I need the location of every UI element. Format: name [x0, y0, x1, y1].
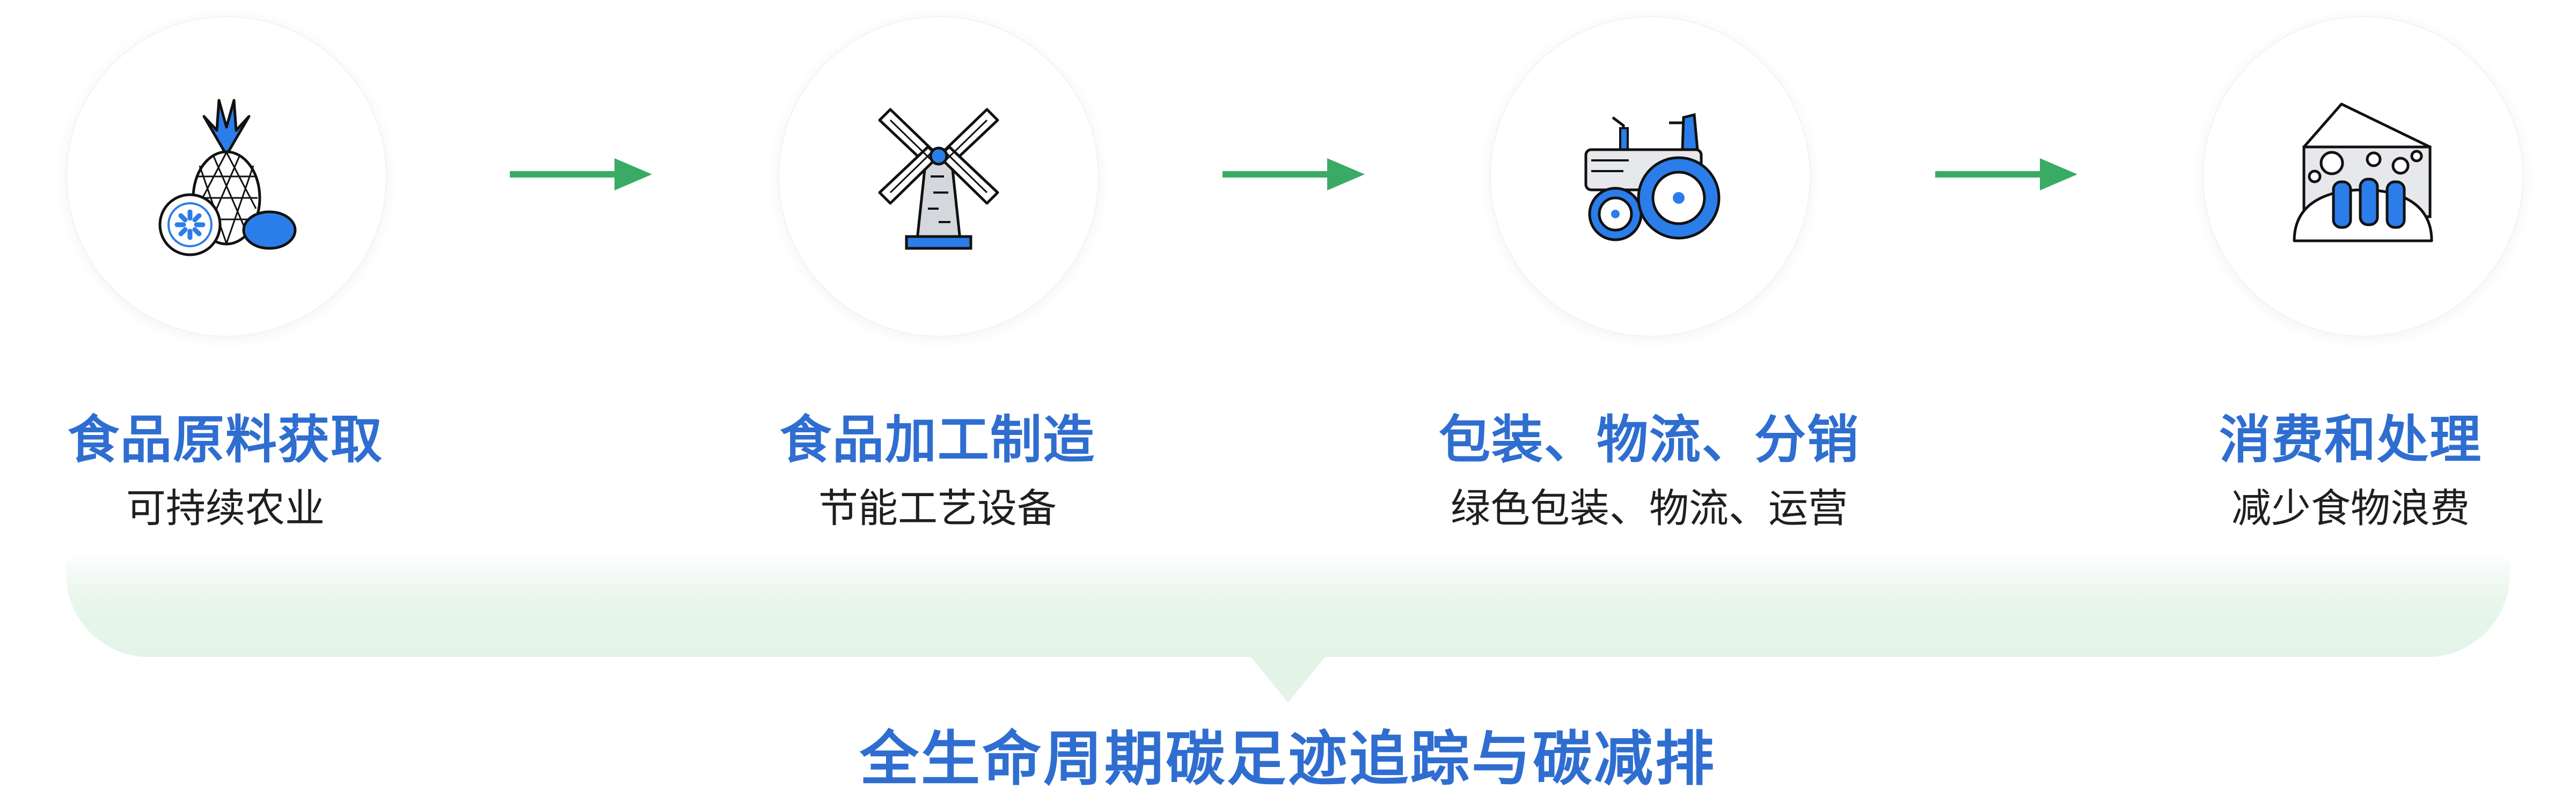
stage-4-title: 消费和处理 [2219, 410, 2482, 470]
stage-3-title: 包装、物流、分销 [1439, 410, 1860, 470]
cheese-bread-icon [2293, 102, 2433, 242]
stage-1-subtitle: 可持续农业 [126, 485, 325, 532]
arrow-right-icon [510, 158, 652, 190]
pineapple-lemon-icon [158, 99, 297, 256]
arrow-right-icon [1935, 158, 2077, 190]
stage-1-icon-circle [66, 16, 387, 337]
stage-1-title: 食品原料获取 [68, 410, 383, 470]
stage-2-subtitle: 节能工艺设备 [818, 485, 1057, 532]
stage-2-title: 食品加工制造 [780, 410, 1095, 470]
lifecycle-bracket-band [66, 552, 2510, 657]
arrow-right-icon [1223, 158, 1365, 190]
lifecycle-caption: 全生命周期碳足迹追踪与碳减排 [860, 725, 1716, 793]
stage-3-icon-circle [1490, 16, 1811, 337]
windmill-icon [878, 108, 999, 250]
stage-2-icon-circle [778, 16, 1099, 337]
stage-4-subtitle: 减少食物浪费 [2231, 485, 2470, 532]
bracket-pointer [1250, 657, 1326, 703]
tractor-icon [1584, 113, 1721, 241]
stage-4-icon-circle [2202, 16, 2523, 337]
stage-3-subtitle: 绿色包装、物流、运营 [1451, 485, 1848, 532]
